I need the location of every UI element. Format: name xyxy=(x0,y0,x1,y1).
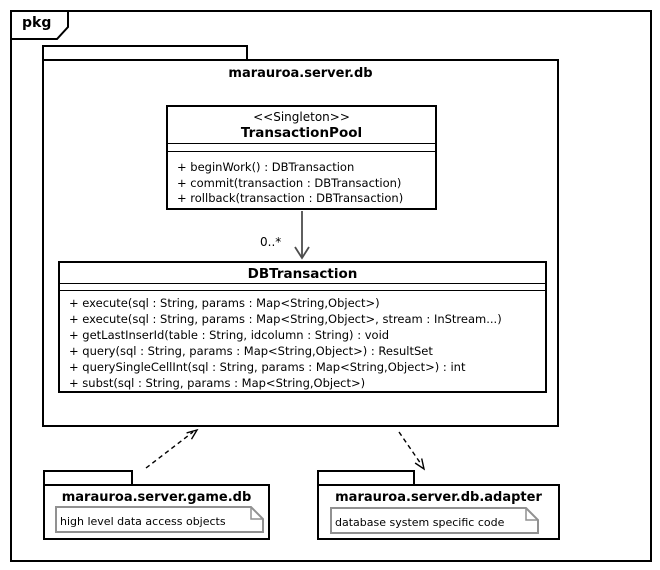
package-tab-adapter xyxy=(317,470,415,484)
note-game-db: high level data access objects xyxy=(55,506,264,533)
attributes-compartment-transactionpool xyxy=(168,143,435,152)
diagram-frame xyxy=(10,10,652,562)
note-text-adapter: database system specific code xyxy=(335,516,505,529)
method: + execute(sql : String, params : Map<Str… xyxy=(69,296,380,310)
package-tab-main xyxy=(42,45,248,59)
package-tab-game-db xyxy=(43,470,133,484)
pkg-tag-shape xyxy=(10,10,69,40)
methods-compartment-transactionpool: + beginWork() : DBTransaction + commit(t… xyxy=(168,152,435,208)
note-text-game-db: high level data access objects xyxy=(60,515,226,528)
multiplicity-label: 0..* xyxy=(260,235,282,249)
attributes-compartment-dbtransaction xyxy=(60,283,545,291)
method: + querySingleCellInt(sql : String, param… xyxy=(69,360,466,374)
class-box-dbtransaction: DBTransaction + execute(sql : String, pa… xyxy=(58,261,547,393)
package-title-adapter: marauroa.server.db.adapter xyxy=(335,490,542,505)
class-header-transactionpool: <<Singleton>> TransactionPool xyxy=(168,107,435,143)
method: + execute(sql : String, params : Map<Str… xyxy=(69,312,502,326)
class-box-transactionpool: <<Singleton>> TransactionPool + beginWor… xyxy=(166,105,437,210)
method: + subst(sql : String, params : Map<Strin… xyxy=(69,376,366,390)
class-header-dbtransaction: DBTransaction xyxy=(60,263,545,283)
method: + beginWork() : DBTransaction xyxy=(177,160,355,174)
package-title-main: marauroa.server.db xyxy=(228,66,373,81)
method: + rollback(transaction : DBTransaction) xyxy=(177,191,404,205)
package-title-game-db: marauroa.server.game.db xyxy=(61,490,252,505)
method: + getLastInserId(table : String, idcolum… xyxy=(69,328,390,342)
method: + query(sql : String, params : Map<Strin… xyxy=(69,344,433,358)
class-name-dbtransaction: DBTransaction xyxy=(247,266,358,282)
class-name-transactionpool: TransactionPool xyxy=(240,125,363,141)
methods-compartment-dbtransaction: + execute(sql : String, params : Map<Str… xyxy=(60,291,545,391)
stereotype-label: <<Singleton>> xyxy=(253,110,350,124)
pkg-tag-label: pkg xyxy=(22,15,52,31)
note-adapter: database system specific code xyxy=(330,507,539,534)
method: + commit(transaction : DBTransaction) xyxy=(177,175,402,190)
